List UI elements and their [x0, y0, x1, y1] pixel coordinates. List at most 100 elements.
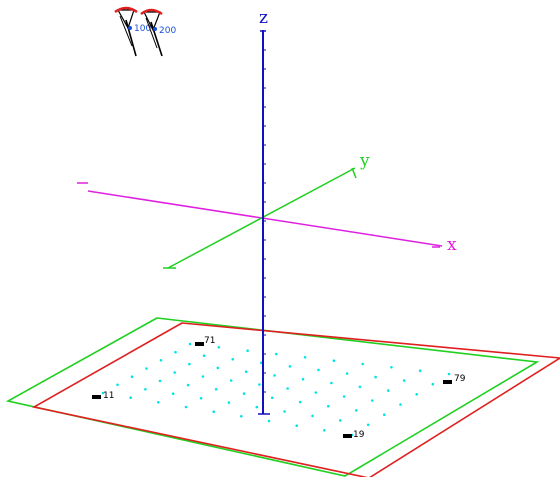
grid-point — [301, 377, 305, 381]
grid-point — [242, 392, 246, 395]
grid-point — [217, 346, 221, 349]
camera-200-frustum — [143, 11, 161, 32]
grid-point — [144, 388, 147, 391]
camera-100-point — [128, 26, 132, 30]
camera-200-frame — [140, 8, 163, 16]
grid-point — [244, 370, 248, 374]
grid-point — [214, 388, 218, 391]
y-axis-end-tick — [351, 167, 357, 179]
grid-point — [288, 365, 292, 368]
grid-point — [174, 350, 177, 354]
grid-point — [201, 375, 205, 378]
grid-point — [202, 354, 206, 358]
grid-point — [283, 410, 286, 413]
y-axis-label: y — [359, 151, 370, 171]
grid-point — [101, 391, 105, 395]
camera-200-body-b — [145, 17, 158, 49]
x-axis — [87, 190, 443, 247]
grid-point — [342, 395, 346, 398]
grid-point — [157, 401, 160, 404]
y-axis — [167, 167, 356, 269]
grid-point — [212, 410, 215, 414]
grid-point — [216, 366, 220, 370]
grid-point — [314, 391, 318, 394]
grid-point — [286, 387, 289, 390]
grid-point — [358, 385, 362, 389]
camera-100-body-b — [119, 15, 133, 47]
grid-point — [298, 400, 302, 404]
grid-point — [317, 368, 320, 372]
grid-point — [345, 372, 349, 375]
z-axis-ticks — [263, 49, 266, 393]
outer-boundary — [5, 317, 540, 477]
marker-71-dot — [195, 342, 204, 346]
grid-point — [311, 414, 314, 418]
grid-point — [361, 362, 365, 366]
grid-point — [229, 379, 233, 382]
grid-point — [273, 374, 276, 377]
x-axis-label: x — [447, 235, 457, 255]
marker-11[interactable]: 11 — [92, 391, 114, 401]
camera-100-body — [125, 19, 137, 57]
grid-point — [390, 366, 393, 369]
grid-point — [327, 404, 330, 408]
grid-point — [418, 369, 422, 373]
camera-200-point — [153, 27, 157, 31]
grid-point — [227, 401, 231, 404]
camera-200[interactable]: 200 — [140, 8, 176, 57]
grid-point — [184, 405, 188, 409]
marker-71[interactable]: 71 — [195, 336, 215, 346]
grid-point — [270, 396, 274, 400]
grid-point — [116, 383, 119, 387]
grid-point — [374, 375, 377, 379]
grid-point — [145, 367, 148, 370]
grid-point — [171, 392, 175, 396]
grid-point — [303, 356, 307, 359]
marker-19[interactable]: 19 — [343, 430, 365, 440]
grid-point — [402, 379, 406, 382]
grid-point — [258, 383, 261, 386]
grid-point — [275, 352, 278, 356]
camera-200-label: 200 — [159, 26, 176, 36]
marker-11-label: 11 — [103, 391, 114, 401]
grid-point — [383, 413, 386, 417]
camera-200-body — [150, 21, 163, 57]
grid-point — [129, 396, 132, 400]
grid-point — [188, 342, 192, 346]
camera-100-frame — [114, 6, 138, 14]
marker-71-label: 71 — [204, 336, 215, 346]
grid-point — [366, 423, 370, 427]
marker-79[interactable]: 79 — [443, 374, 466, 384]
camera-100-frustum — [116, 9, 135, 30]
grid-point — [246, 349, 249, 353]
grid-point — [240, 415, 243, 418]
grid-point — [130, 375, 134, 379]
camera-100[interactable]: 100 — [114, 6, 151, 57]
camera-100-label: 100 — [134, 24, 151, 34]
grid-point — [447, 372, 451, 376]
grid-point — [295, 424, 299, 428]
grid-point — [173, 371, 176, 374]
marker-11-dot — [92, 395, 101, 399]
grid-point — [332, 359, 336, 363]
grid-point — [330, 381, 333, 385]
marker-79-dot — [443, 380, 452, 384]
grid-point — [387, 389, 390, 392]
grid-point — [159, 359, 163, 362]
grid-point — [415, 393, 419, 396]
inner-boundary — [31, 322, 560, 477]
grid-point — [199, 396, 203, 400]
grid-point — [323, 429, 326, 432]
grid-point — [399, 403, 402, 406]
grid-point — [355, 409, 358, 412]
z-axis-label: z — [259, 8, 268, 28]
marker-79-label: 79 — [454, 374, 466, 384]
grid-point — [186, 383, 190, 387]
grid-point — [158, 379, 162, 383]
marker-19-dot — [343, 434, 352, 438]
grid-point — [267, 419, 271, 423]
grid-points — [101, 342, 451, 437]
grid-point — [371, 399, 374, 402]
marker-19-label: 19 — [353, 430, 365, 440]
